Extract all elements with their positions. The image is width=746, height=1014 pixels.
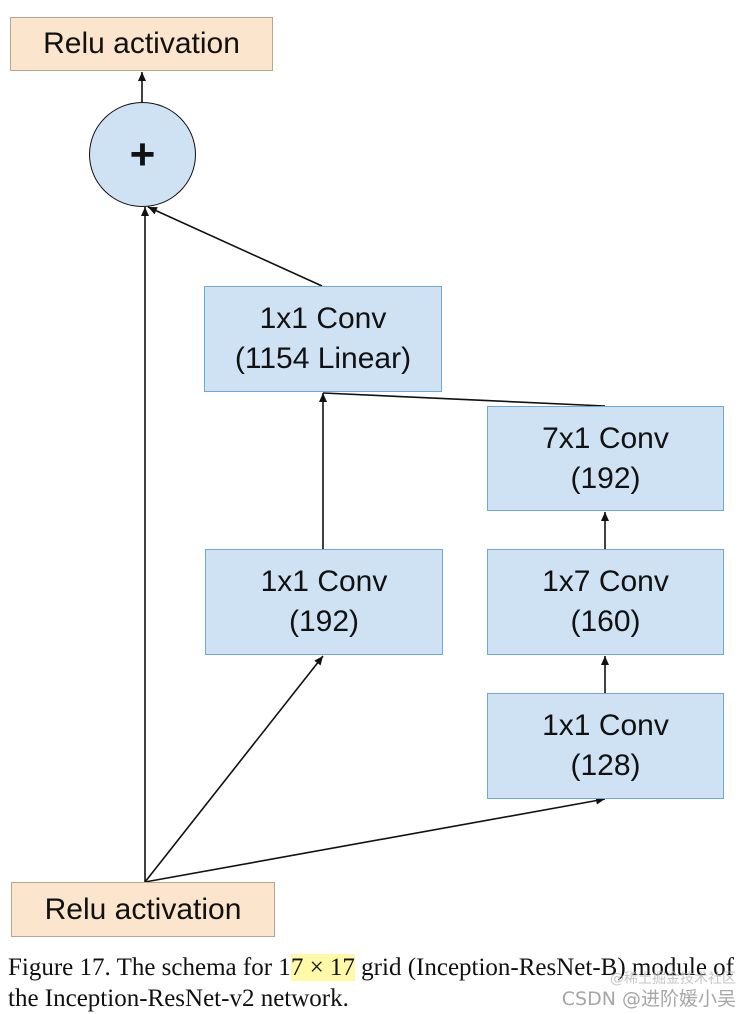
conv-1x1-128: 1x1 Conv (128): [487, 693, 724, 799]
edge-relu-to-conv192: [144, 655, 324, 883]
conv-1x1-192: 1x1 Conv (192): [205, 549, 443, 655]
conv-192-title: 1x1 Conv: [260, 565, 388, 598]
add-node: +: [89, 102, 196, 207]
conv-128-channels: (128): [570, 749, 641, 782]
watermark-juejin: @稀土掘金技术社区: [610, 971, 736, 987]
relu-activation-top: Relu activation: [10, 17, 273, 71]
conv-1154-title: 1x1 Conv: [259, 302, 387, 335]
relu-top-label: Relu activation: [43, 27, 240, 60]
conv-7x1-channels: (192): [570, 461, 641, 495]
conv-1x7-title: 1x7 Conv: [542, 565, 669, 598]
conv-1x7-channels: (160): [570, 605, 641, 638]
plus-icon: +: [129, 129, 156, 179]
conv-7x1-192: 7x1 Conv (192): [487, 406, 724, 511]
watermark-csdn: CSDN @进阶媛小吴: [561, 988, 736, 1010]
edge-relu-to-conv128: [144, 796, 606, 883]
conv-7x1-title: 7x1 Conv: [542, 421, 669, 455]
caption-text-end: grid (Inception-ResNet-B) module of the …: [8, 954, 734, 1012]
conv-128-title: 1x1 Conv: [542, 709, 669, 742]
figure-caption: Figure 17. The schema for 17 × 17 grid (…: [8, 952, 740, 1014]
edge-conv1154-to-add: [147, 206, 323, 287]
conv-1x7-160: 1x7 Conv (160): [487, 549, 724, 655]
caption-text-start: Figure 17. The schema for 1: [8, 954, 291, 981]
conv-192-channels: (192): [288, 605, 360, 638]
edge-conv7x1-to-concat: [322, 392, 606, 407]
conv-1154-channels: (1154 Linear): [234, 342, 412, 375]
relu-bottom-label: Relu activation: [44, 892, 242, 926]
conv-1x1-1154-linear: 1x1 Conv (1154 Linear): [204, 286, 442, 392]
relu-activation-bottom: Relu activation: [11, 882, 275, 937]
caption-highlighted-text: 7 × 17: [290, 954, 355, 981]
